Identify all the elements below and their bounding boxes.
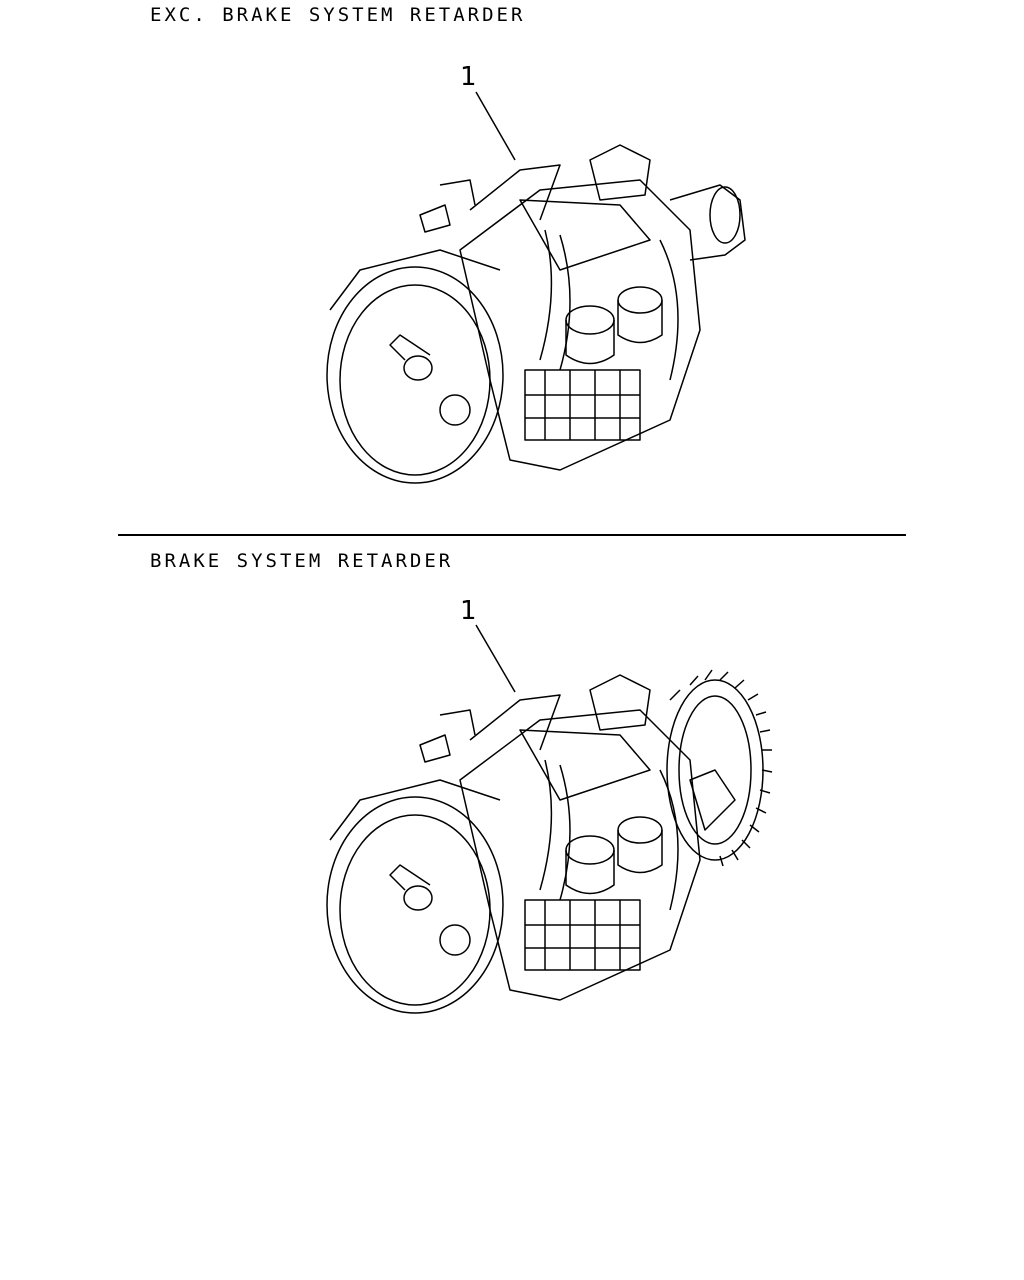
callout-number: 1	[460, 62, 477, 92]
section-title-retarder: BRAKE SYSTEM RETARDER	[150, 550, 454, 572]
section-divider	[118, 534, 906, 536]
callout-leader-line	[475, 91, 516, 161]
transmission-illustration-exc-retarder	[326, 91, 746, 484]
bell-housing	[326, 796, 504, 1014]
callout-leader-line	[475, 624, 516, 693]
bell-housing	[326, 266, 504, 484]
section-title-exc-retarder: EXC. BRAKE SYSTEM RETARDER	[150, 4, 526, 26]
gearbox-case	[459, 709, 701, 1001]
callout-number: 1	[460, 596, 477, 626]
gearbox-case	[459, 179, 701, 471]
